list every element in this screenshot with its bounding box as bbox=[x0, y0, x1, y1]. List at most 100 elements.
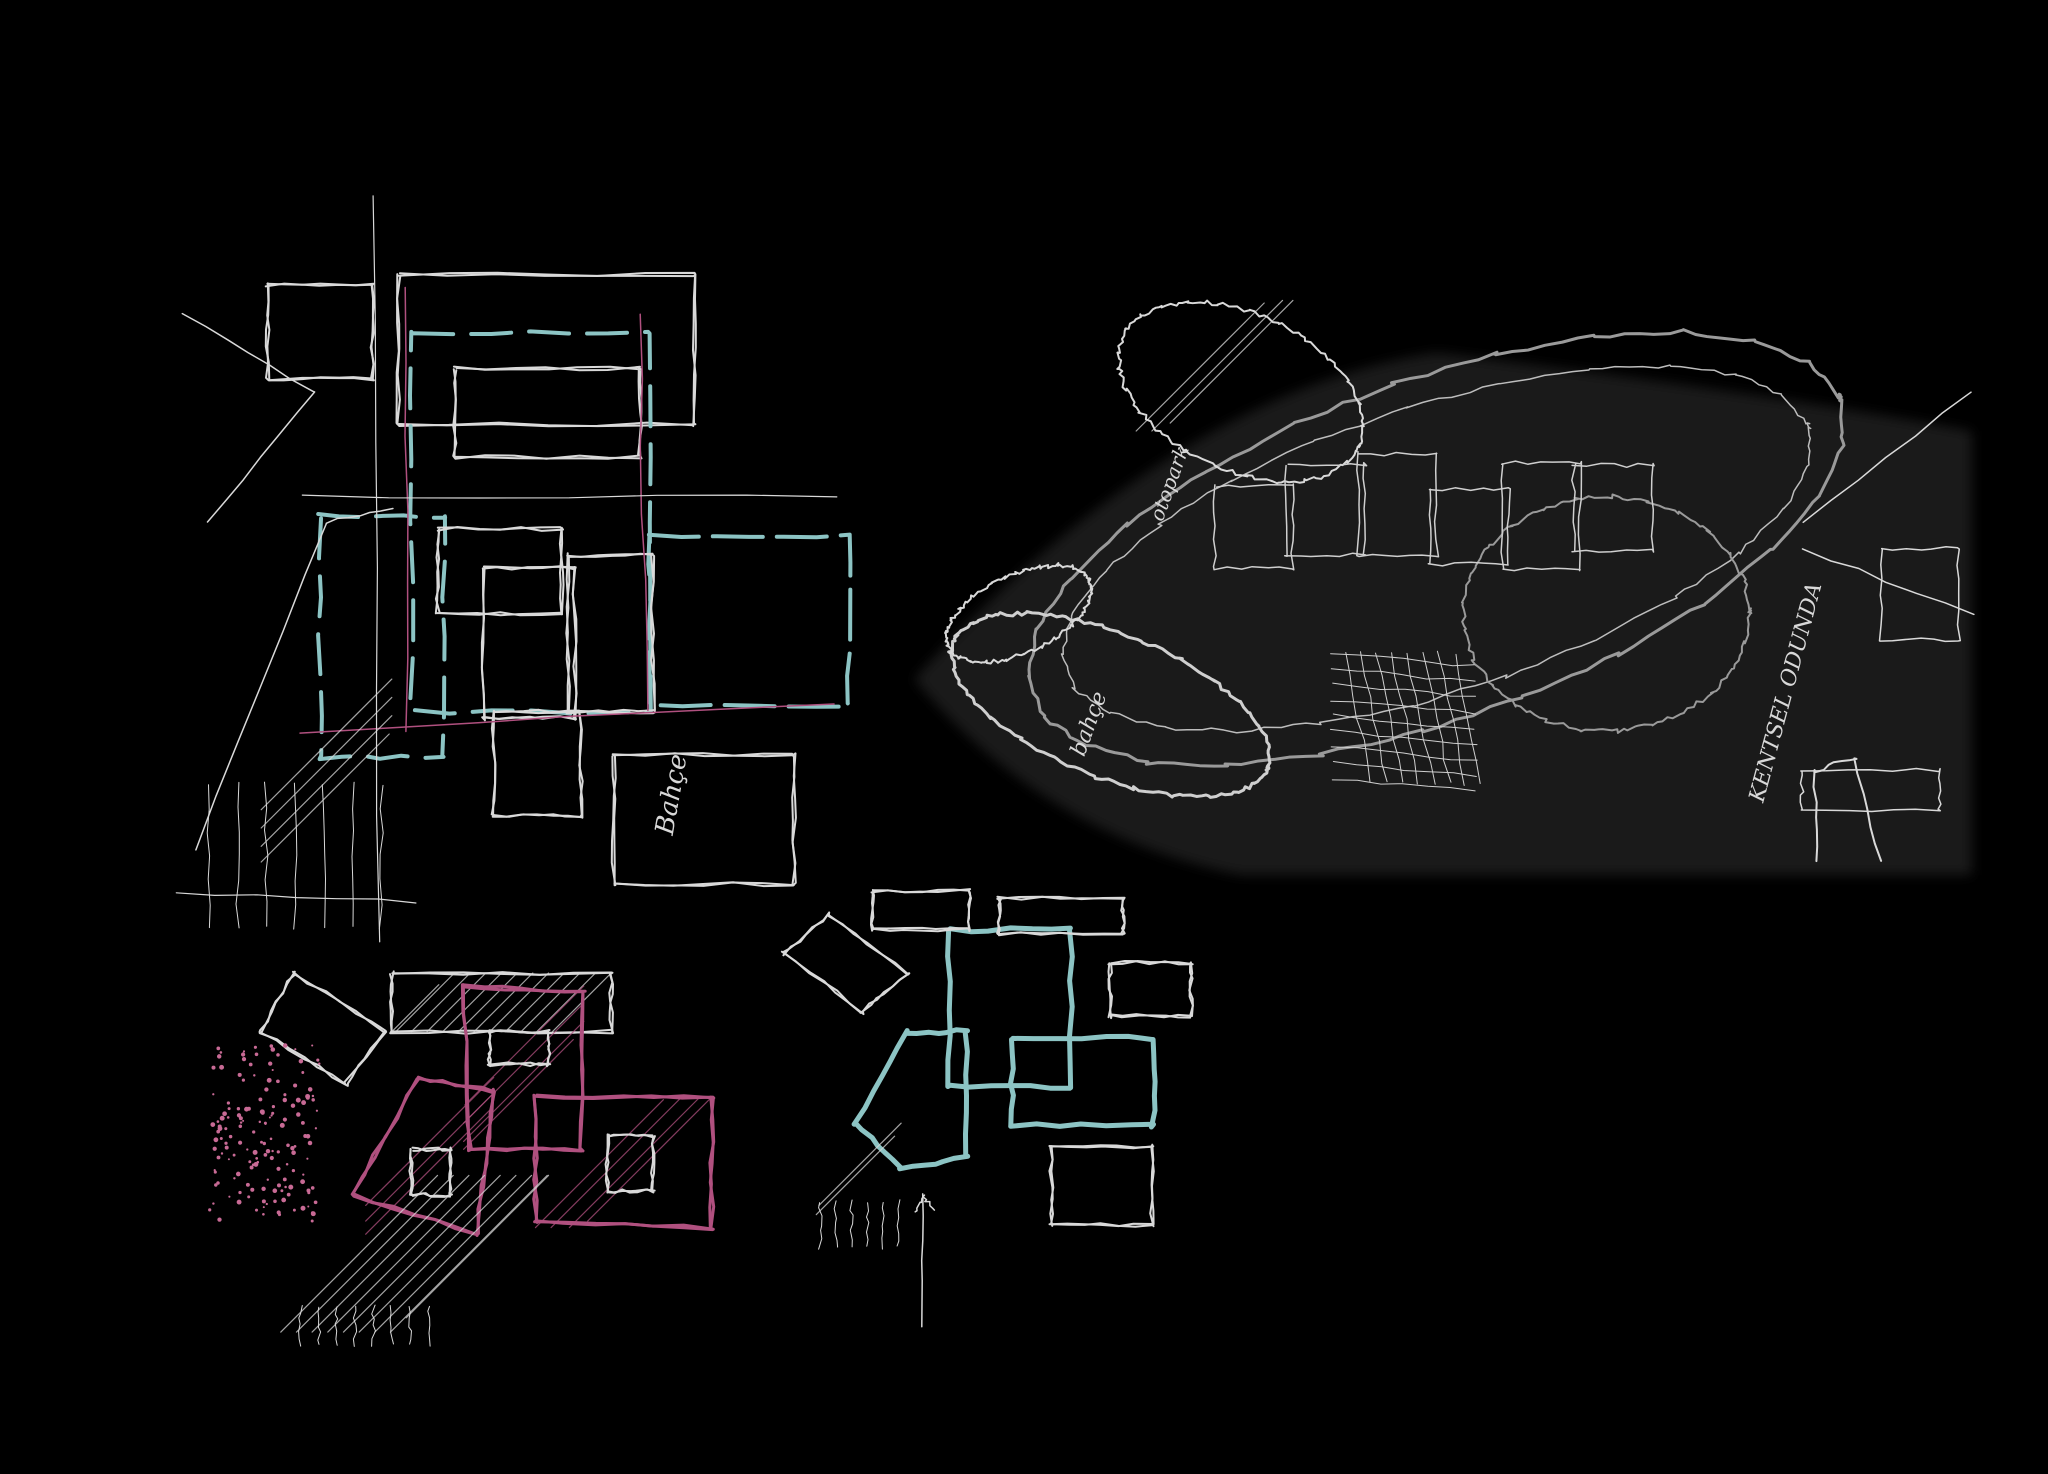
hatch bbox=[391, 972, 612, 1033]
tree-dot bbox=[311, 1094, 315, 1098]
tree-dot bbox=[208, 1208, 212, 1212]
tree-dot bbox=[261, 1186, 266, 1191]
tree-dot bbox=[283, 1093, 287, 1097]
tree-dot bbox=[216, 1181, 220, 1185]
garden-outline bbox=[611, 752, 797, 887]
road-line bbox=[1802, 391, 1972, 524]
tree-dot bbox=[300, 1205, 306, 1211]
tree-dot bbox=[237, 1072, 242, 1077]
perspective-block bbox=[1571, 462, 1655, 553]
tree-dot bbox=[286, 1192, 291, 1197]
grid-line bbox=[1332, 761, 1477, 777]
tree-dot bbox=[264, 1122, 267, 1126]
grid-line bbox=[235, 781, 240, 929]
grid-line bbox=[321, 784, 326, 929]
perspective-ellipse bbox=[1116, 299, 1365, 485]
tree-dot bbox=[246, 1148, 249, 1151]
tree-dot bbox=[260, 1110, 265, 1115]
road-line bbox=[1801, 548, 1975, 616]
perspective-ellipse bbox=[1461, 493, 1753, 734]
tree-dot bbox=[252, 1149, 258, 1155]
grid-line bbox=[818, 1202, 823, 1250]
tree-dot bbox=[211, 1065, 216, 1070]
perspective-block bbox=[1500, 460, 1583, 572]
building-outline bbox=[434, 526, 565, 617]
tree-dot bbox=[262, 1141, 266, 1146]
mass-outline bbox=[1107, 960, 1194, 1019]
mass-outline bbox=[780, 911, 911, 1014]
tree-dot bbox=[233, 1177, 236, 1180]
road-line bbox=[181, 312, 316, 523]
mass-outline bbox=[996, 895, 1126, 936]
tree-dot bbox=[219, 1115, 225, 1121]
tree-dot bbox=[217, 1217, 222, 1222]
tree-dot bbox=[276, 1150, 280, 1154]
perspective-block bbox=[1799, 767, 1942, 813]
tree-dot bbox=[212, 1146, 217, 1151]
grid-line bbox=[206, 784, 211, 929]
tree-dot bbox=[286, 1143, 290, 1148]
tree-dot bbox=[219, 1064, 225, 1070]
building-outline bbox=[452, 365, 643, 460]
magenta-mass-outline bbox=[351, 1075, 496, 1237]
tree-dot bbox=[301, 1100, 307, 1106]
tree-dot bbox=[266, 1077, 272, 1083]
grid-line bbox=[334, 1306, 339, 1346]
tree-dot bbox=[255, 1157, 259, 1160]
tree-dot bbox=[280, 1189, 284, 1193]
tree-dot bbox=[220, 1152, 224, 1155]
tree-dot bbox=[293, 1145, 297, 1148]
building-outline bbox=[491, 708, 584, 818]
tree-dot bbox=[276, 1183, 282, 1188]
tree-dot bbox=[228, 1134, 233, 1139]
mass-outline bbox=[258, 970, 388, 1085]
tree-dot bbox=[265, 1202, 268, 1206]
tree-dot bbox=[236, 1199, 242, 1205]
tree-dot bbox=[298, 1058, 304, 1064]
building-outline bbox=[395, 271, 697, 428]
tree-dot bbox=[271, 1068, 274, 1072]
tree-dot bbox=[247, 1195, 251, 1199]
arch-outline bbox=[1812, 757, 1883, 863]
tree-dot bbox=[276, 1079, 280, 1084]
tree-dot bbox=[294, 1048, 297, 1051]
magenta-axis-line bbox=[639, 313, 649, 712]
axis-line bbox=[372, 195, 381, 943]
building-outline bbox=[490, 710, 584, 819]
magenta-mass-outline bbox=[350, 1077, 496, 1236]
tree-dot bbox=[268, 1061, 273, 1066]
grid-line bbox=[1330, 700, 1476, 715]
tree-dot bbox=[282, 1177, 287, 1182]
tree-dot bbox=[224, 1127, 228, 1131]
hatch bbox=[534, 1096, 713, 1229]
tree-dot bbox=[241, 1078, 245, 1082]
tree-dot bbox=[276, 1053, 280, 1057]
cyan-mass-outline bbox=[1008, 1033, 1158, 1130]
grid-line bbox=[896, 1199, 901, 1247]
tree-dot bbox=[216, 1054, 222, 1059]
tree-dot bbox=[271, 1149, 274, 1153]
grid-line bbox=[1330, 653, 1475, 667]
hatch bbox=[815, 1122, 902, 1216]
grid-line bbox=[1332, 682, 1476, 697]
hatch bbox=[1135, 299, 1294, 432]
tree-dot bbox=[282, 1097, 288, 1103]
grid-line bbox=[378, 784, 384, 930]
tree-dot bbox=[252, 1130, 256, 1134]
building-outline bbox=[565, 552, 656, 715]
grid-line bbox=[1406, 652, 1436, 785]
tree-dot bbox=[266, 1178, 269, 1181]
mass-outline bbox=[870, 888, 972, 932]
perspective-shading bbox=[914, 352, 1973, 876]
tree-dot bbox=[307, 1087, 313, 1092]
tree-dot bbox=[245, 1182, 250, 1187]
tree-dot bbox=[219, 1137, 223, 1140]
tree-dot bbox=[262, 1212, 265, 1216]
tree-dot bbox=[239, 1121, 243, 1124]
building-outline bbox=[396, 272, 697, 428]
magenta-axis-line bbox=[404, 286, 409, 733]
perspective-block bbox=[1212, 483, 1295, 571]
tree-dot bbox=[258, 1120, 262, 1124]
tree-dot bbox=[227, 1107, 231, 1111]
tree-dot bbox=[310, 1219, 314, 1223]
